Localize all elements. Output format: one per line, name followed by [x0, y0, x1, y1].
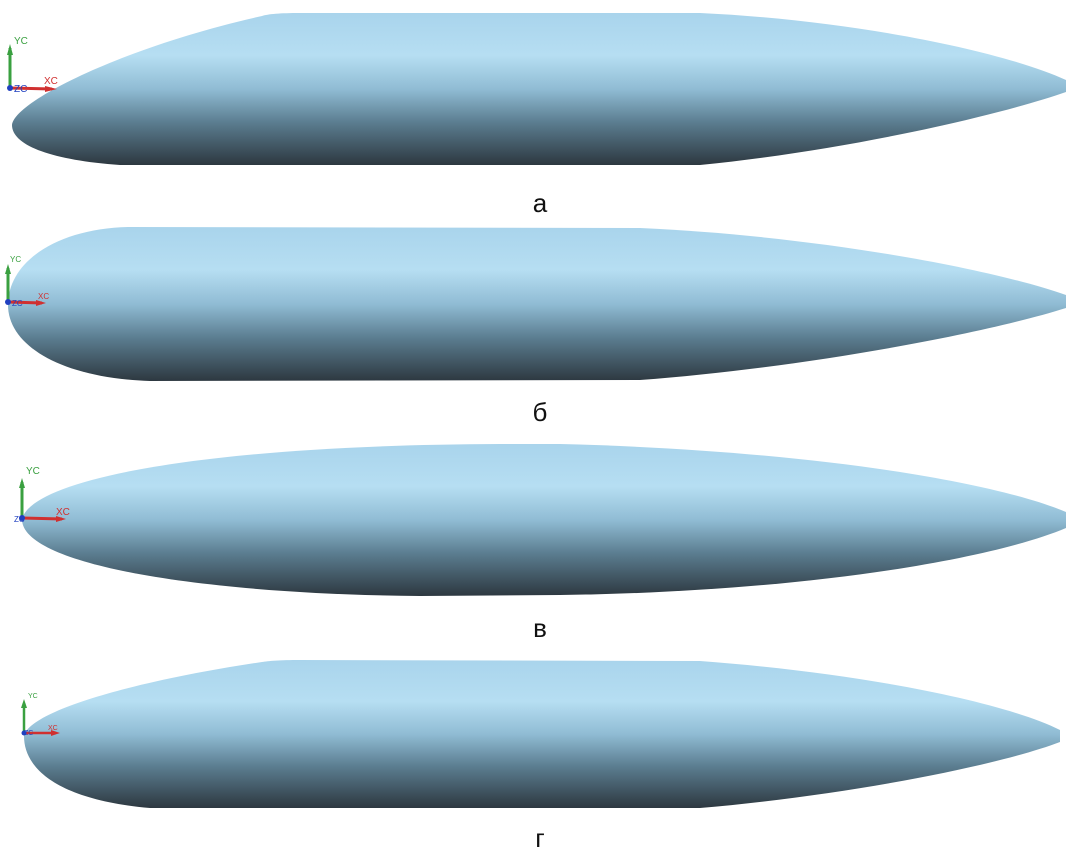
axis-label-y: YC — [10, 255, 21, 264]
body-shape-a — [12, 13, 1066, 165]
caption-a: а — [533, 188, 548, 218]
axis-label-x: XC — [48, 725, 58, 732]
body-shape-g — [24, 660, 1060, 808]
axis-label-y: YC — [28, 693, 38, 700]
panel-b: YC XC ZC б — [5, 227, 1066, 427]
axis-triad-a: YC XC ZC — [7, 36, 58, 95]
axis-label-x: XC — [44, 76, 58, 87]
panel-g: YC XC ZC г — [21, 660, 1060, 850]
axis-triad-v: YC XC ZC — [14, 466, 70, 524]
axis-label-x: XC — [56, 507, 70, 518]
axis-label-x: XC — [38, 292, 49, 301]
panel-v: YC XC ZC в — [14, 444, 1066, 643]
axis-label-z: ZC — [12, 299, 23, 308]
axis-label-z: ZC — [14, 84, 27, 95]
caption-v: в — [533, 613, 547, 643]
axis-label-y: YC — [14, 36, 28, 47]
body-shape-v — [22, 444, 1066, 596]
axis-label-z: ZC — [24, 730, 33, 737]
axis-triad-b: YC XC ZC — [5, 255, 49, 308]
caption-g: г — [535, 823, 544, 850]
axis-label-z: ZC — [14, 515, 25, 524]
axis-label-y: YC — [26, 466, 40, 477]
body-shape-b — [8, 227, 1066, 381]
caption-b: б — [533, 397, 548, 427]
panel-a: YC XC ZC а — [7, 13, 1066, 218]
axis-triad-g: YC XC ZC — [21, 693, 60, 737]
